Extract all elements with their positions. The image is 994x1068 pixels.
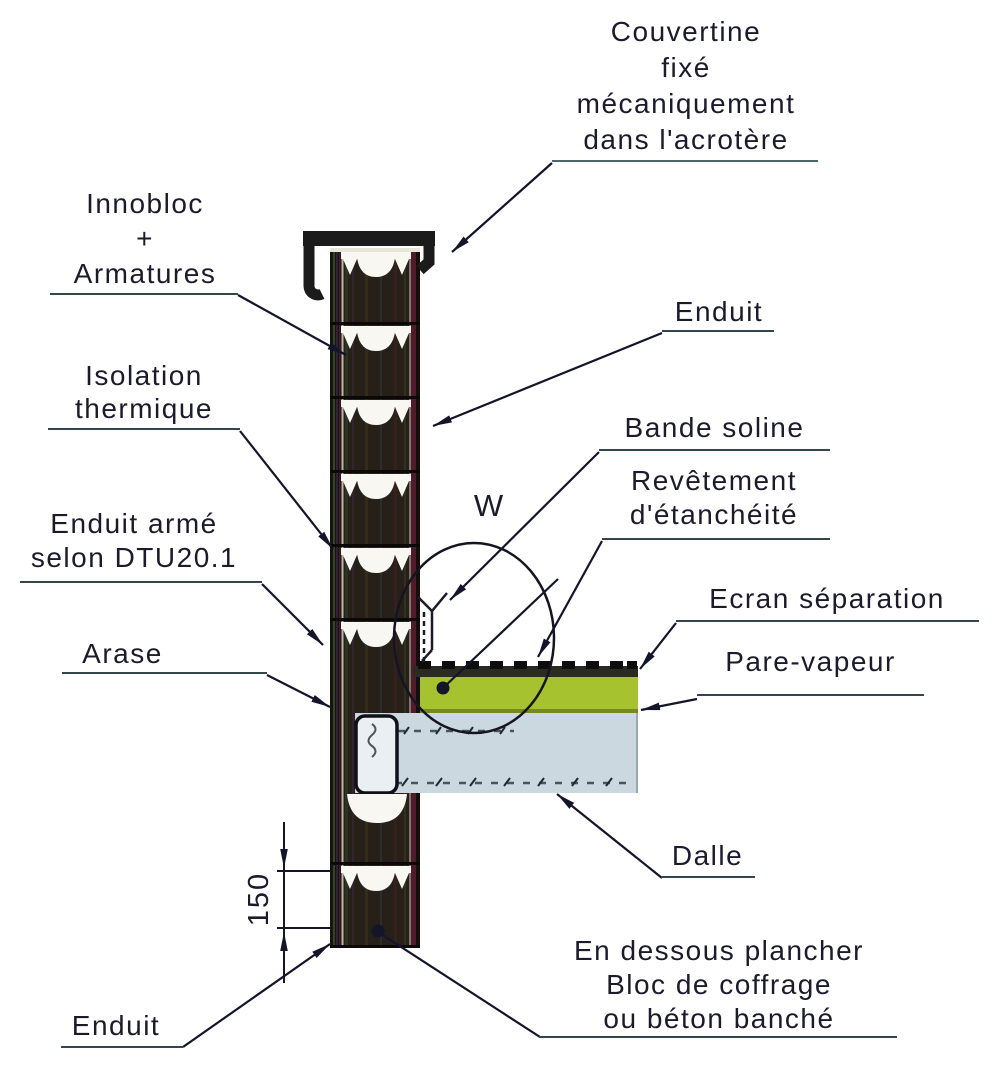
- coping-cap: [303, 231, 435, 301]
- label-enduit-right: Enduit: [674, 296, 764, 327]
- label-pare-vapeur-underline: [697, 694, 924, 696]
- leader-enduit-arme: [261, 583, 324, 646]
- leader-dot: [371, 924, 385, 938]
- label-dalle: Dalle: [671, 840, 744, 871]
- leader-innobloc: [237, 294, 347, 356]
- leader-couvertine: [451, 162, 553, 253]
- label-innobloc-underline: [50, 293, 238, 295]
- label-dalle-underline: [661, 876, 755, 878]
- leader-ecran: [639, 622, 677, 670]
- rebar-ticks: [401, 726, 613, 787]
- flashing-soline: [417, 592, 448, 666]
- dimension-150-lines: [277, 822, 331, 983]
- label-revetement: Revêtement d'étanchéité: [629, 465, 799, 530]
- label-ecran-underline: [676, 620, 979, 622]
- chainage-block: [354, 714, 399, 795]
- leader-dalle: [556, 793, 663, 879]
- detail-marker-w: W: [473, 488, 505, 523]
- dimension-150-value: 150: [243, 871, 275, 927]
- label-en-dessous-underline: [539, 1036, 897, 1038]
- label-enduit-right-underline: [662, 330, 774, 332]
- label-pare-vapeur: Pare-vapeur: [725, 646, 896, 677]
- roof-membrane-layer: [413, 661, 638, 677]
- leader-arase: [266, 674, 331, 708]
- leader-pare-vapeur: [640, 697, 698, 712]
- label-bande-soline: Bande soline: [624, 412, 805, 443]
- label-couvertine: Couvertine fixé mécaniquement dans l'acr…: [576, 16, 796, 155]
- label-couvertine-underline: [552, 160, 818, 162]
- leader-isolation: [239, 430, 334, 550]
- leader-enduit-right: [432, 331, 663, 428]
- label-innobloc: Innobloc + Armatures: [73, 188, 217, 289]
- leader-dot: [436, 681, 450, 695]
- label-en-dessous: En dessous plancher Bloc de coffrage ou …: [573, 935, 864, 1034]
- leader-en-dessous: [377, 931, 541, 1038]
- label-enduit-bottom-underline: [61, 1046, 183, 1048]
- label-revetement-underline: [602, 538, 830, 540]
- label-isolation-underline: [48, 428, 240, 430]
- wall-block-column: [330, 248, 420, 948]
- leader-revetement: [537, 540, 603, 658]
- leader-enduit-bottom: [182, 943, 331, 1048]
- leader-revetement-dot-line: [442, 578, 559, 689]
- label-isolation: Isolation thermique: [74, 360, 213, 424]
- label-arase: Arase: [82, 638, 163, 669]
- label-enduit-bottom: Enduit: [71, 1010, 161, 1041]
- leader-lines: [182, 162, 698, 1048]
- detail-circle: [392, 541, 556, 735]
- floor-slab: [355, 713, 638, 793]
- label-ecran: Ecran séparation: [709, 583, 945, 614]
- label-enduit-arme: Enduit armé selon DTU20.1: [30, 508, 238, 573]
- label-arase-underline: [62, 672, 267, 674]
- leader-bande-soline: [449, 451, 600, 601]
- label-bande-soline-underline: [599, 449, 830, 451]
- label-enduit-arme-underline: [20, 581, 262, 583]
- block-notch: [347, 794, 407, 823]
